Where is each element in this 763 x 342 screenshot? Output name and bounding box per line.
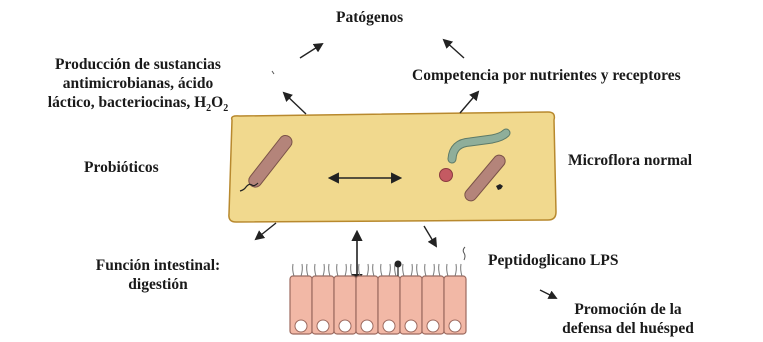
microvillus [307, 264, 308, 276]
microvillus [329, 264, 330, 276]
microvillus [345, 264, 346, 276]
cell-nucleus [361, 320, 373, 332]
label-intestinal-function-line1: Función intestinal: [58, 256, 258, 275]
label-intestinal-function-line2: digestión [58, 275, 258, 294]
microvillus [359, 264, 360, 276]
intestinal-epithelium [290, 261, 466, 335]
receptor-ligand [395, 261, 402, 268]
microvillus [351, 264, 352, 276]
microvillus [447, 264, 448, 276]
cell-nucleus [405, 320, 417, 332]
label-host-defense-line1: Promoción de la [528, 300, 728, 319]
microvillus [373, 264, 374, 276]
label-competition: Competencia por nutrientes y receptores [412, 66, 681, 85]
label-antimicrobial-o: O [211, 94, 223, 111]
squiggle-mark [463, 247, 465, 260]
label-antimicrobial-sub2: 2 [223, 103, 228, 114]
microvillus [417, 264, 418, 276]
arrow-antimicrobial [284, 93, 306, 114]
microvillus [389, 264, 390, 276]
microvillus [337, 264, 338, 276]
microvillus [403, 264, 404, 276]
label-antimicrobial: Producción de sustancias antimicrobianas… [4, 55, 272, 118]
label-host-defense-line2: defensa del huésped [528, 319, 728, 338]
microvillus [455, 264, 456, 276]
arrow-host-defense [540, 290, 556, 298]
arrow-to-pathogens-left [300, 44, 322, 58]
label-normal-flora: Microflora normal [568, 151, 692, 170]
arrow-intestinal-function [256, 223, 276, 239]
microvillus [293, 264, 294, 276]
cell-nucleus [383, 320, 395, 332]
arrow-peptidoglycan [424, 226, 436, 246]
label-peptidoglycan: Peptidoglicano LPS [488, 251, 618, 270]
cell-nucleus [317, 320, 329, 332]
microvillus [301, 264, 302, 276]
label-antimicrobial-line3-text: láctico, bacteriocinas, H [48, 94, 206, 111]
lumen-box [229, 112, 556, 222]
microvillus [461, 264, 462, 276]
label-antimicrobial-line1: Producción de sustancias [4, 55, 272, 74]
label-probiotics: Probióticos [84, 158, 159, 177]
cell-nucleus [295, 320, 307, 332]
cell-nucleus [427, 320, 439, 332]
label-host-defense: Promoción de la defensa del huésped [528, 300, 728, 338]
cell-nucleus [339, 320, 351, 332]
label-pathogens: Patógenos [336, 8, 403, 27]
microvillus [367, 264, 368, 276]
arrow-to-pathogens-right [444, 40, 464, 58]
microvillus [315, 264, 316, 276]
microvillus [323, 264, 324, 276]
microvillus [425, 264, 426, 276]
microvillus [411, 264, 412, 276]
microvillus [433, 264, 434, 276]
cell-nucleus [449, 320, 461, 332]
arrow-competition [460, 92, 478, 113]
microvillus [439, 264, 440, 276]
label-antimicrobial-line2: antimicrobianas, ácido [4, 74, 272, 93]
label-intestinal-function: Función intestinal: digestión [58, 256, 258, 294]
label-antimicrobial-line3: láctico, bacteriocinas, H2O2 [4, 93, 272, 118]
microvillus [381, 264, 382, 276]
tick-mark [272, 71, 274, 74]
